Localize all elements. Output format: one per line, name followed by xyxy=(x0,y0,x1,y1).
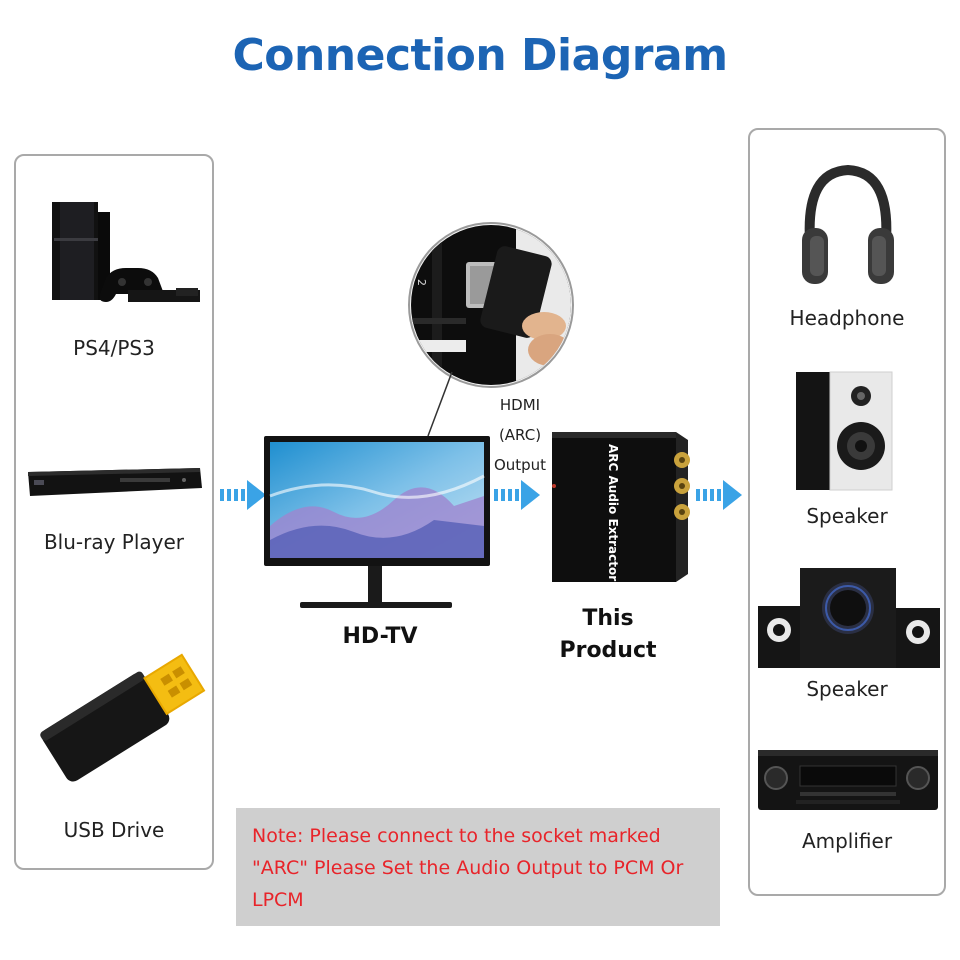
hdmi-arc-label-line1: HDMI xyxy=(499,396,541,414)
hdmi-arc-label-line2: (ARC) xyxy=(498,426,542,444)
output-label-speaker-2: Speaker xyxy=(806,677,888,701)
product-label-line1: This xyxy=(582,606,634,631)
hdmi-port-closeup xyxy=(408,222,574,388)
source-label-bluray: Blu-ray Player xyxy=(43,530,185,554)
tv-label: HD-TV xyxy=(342,624,418,649)
source-label-ps4: PS4/PS3 xyxy=(73,336,155,360)
game-console-icon xyxy=(52,202,200,302)
product-label-line2: Product xyxy=(559,638,657,663)
product-body-text: ARC Audio Extractor xyxy=(606,444,620,582)
amplifier-icon xyxy=(758,750,938,810)
tv-port-number: 2 xyxy=(415,279,428,286)
headphone-icon xyxy=(802,164,894,284)
callout-line xyxy=(427,371,453,437)
arrow-sources-to-tv xyxy=(220,480,266,510)
output-label-amplifier: Amplifier xyxy=(801,829,893,853)
arrow-product-to-outputs xyxy=(696,480,742,510)
speaker-system-icon xyxy=(758,568,940,668)
output-label-headphone: Headphone xyxy=(789,306,905,330)
speaker-icon xyxy=(796,371,893,491)
bluray-player-icon xyxy=(28,468,202,496)
source-label-usb: USB Drive xyxy=(63,818,165,842)
hdmi-arc-label-line3: Output xyxy=(493,456,547,474)
usb-drive-icon xyxy=(40,653,206,782)
arrow-tv-to-product xyxy=(494,480,540,510)
note-box: Note: Please connect to the socket marke… xyxy=(236,808,720,926)
note-text: Note: Please connect to the socket marke… xyxy=(252,825,684,911)
output-label-speaker-1: Speaker xyxy=(806,504,888,528)
hdtv-icon xyxy=(264,436,490,608)
audio-extractor-icon xyxy=(552,432,690,582)
page-title: Connection Diagram xyxy=(232,30,728,81)
